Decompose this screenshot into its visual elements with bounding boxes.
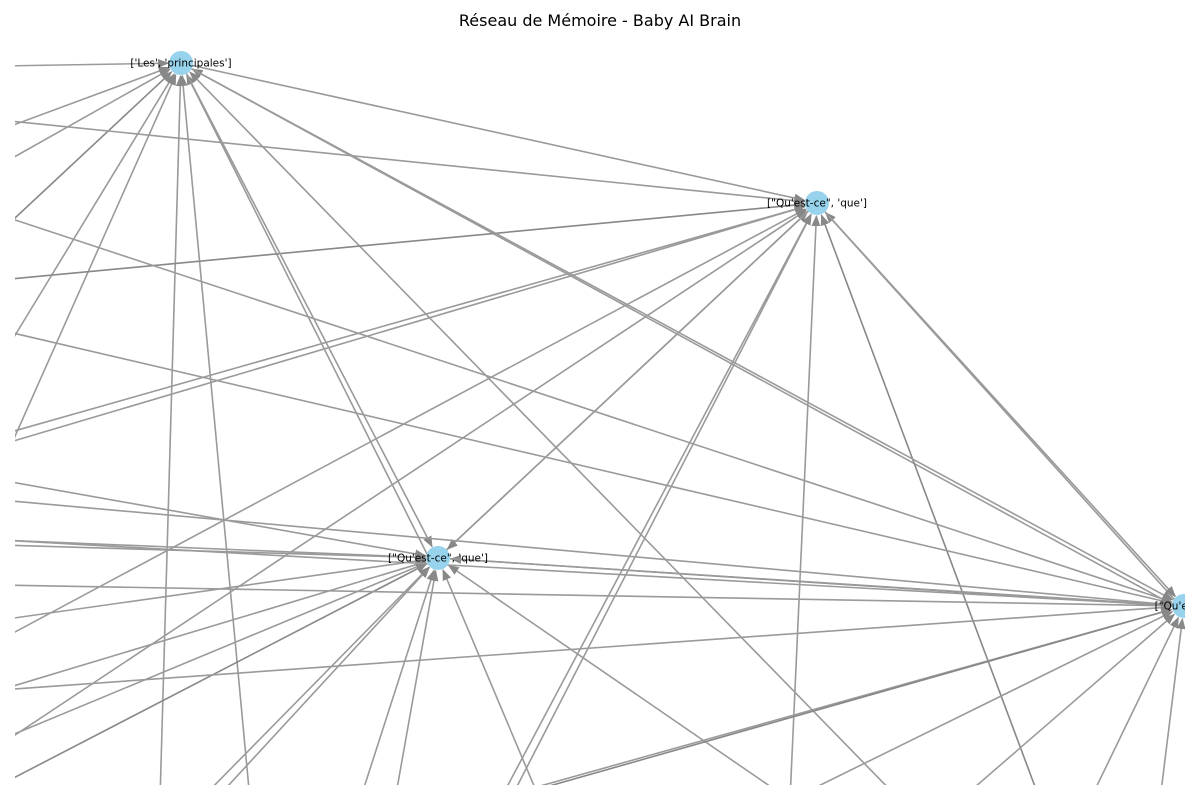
- node-label: ["Qu'est-ce", 'que']: [388, 553, 488, 565]
- edge: [15, 539, 427, 562]
- edge: [15, 219, 1173, 603]
- edge: [15, 556, 427, 619]
- edge: [15, 200, 806, 280]
- edge: [213, 566, 430, 785]
- edge: [15, 66, 170, 126]
- node-circle: [805, 191, 829, 215]
- edge: [15, 71, 173, 220]
- edge: [447, 564, 770, 785]
- edge: [1096, 616, 1180, 785]
- edge: [180, 62, 1174, 601]
- edge: [15, 603, 1173, 690]
- edge: [507, 213, 812, 785]
- figure-title: Réseau de Mémoire - Baby AI Brain: [458, 11, 742, 30]
- edge: [396, 569, 439, 785]
- edge: [15, 560, 427, 687]
- edge: [15, 584, 1173, 611]
- edge: [15, 332, 1173, 606]
- node-circle: [1172, 594, 1185, 618]
- node-circle: [426, 546, 450, 570]
- edge: [363, 569, 436, 785]
- edge: [15, 205, 806, 432]
- edge: [180, 62, 806, 203]
- edge: [227, 566, 430, 785]
- edge: [816, 202, 1176, 598]
- edge: [15, 500, 1173, 609]
- edge: [15, 209, 808, 737]
- edge: [976, 613, 1176, 785]
- edge: [159, 74, 185, 785]
- node-label: ["Qu'est-ce", 'que']: [767, 198, 867, 210]
- edge: [516, 213, 812, 785]
- edge: [1161, 617, 1185, 785]
- graph-node: ["Qu'est-ce", 'que']: [388, 546, 488, 570]
- graph-node: ['Les', 'principales']: [130, 51, 232, 75]
- node-label: ['Les', 'principales']: [130, 58, 231, 70]
- edge: [446, 202, 818, 550]
- node-circle: [169, 51, 193, 75]
- edge: [15, 562, 428, 735]
- edge: [820, 214, 1036, 785]
- edge: [789, 214, 821, 785]
- edge: [15, 481, 427, 559]
- graph-node: ["Qu'est-ce: [1155, 594, 1200, 618]
- edge: [15, 68, 171, 158]
- edge: [15, 205, 806, 442]
- node-label: ["Qu'est-ce: [1155, 601, 1200, 613]
- nodes-layer: ['Les', 'principales'] ["Qu'est-ce", 'que…: [130, 51, 1200, 618]
- edge: [15, 73, 175, 337]
- edge: [15, 120, 806, 206]
- edge: [549, 607, 1173, 785]
- graph-node: ["Qu'est-ce", 'que']: [767, 191, 867, 215]
- edge: [178, 74, 250, 785]
- edge: [189, 71, 887, 785]
- edge: [15, 540, 1173, 610]
- edge: [180, 62, 433, 548]
- edge: [437, 557, 1173, 610]
- edge: [15, 58, 170, 68]
- edges-layer: [15, 58, 1185, 785]
- edge: [818, 610, 1174, 785]
- edge: [442, 568, 535, 785]
